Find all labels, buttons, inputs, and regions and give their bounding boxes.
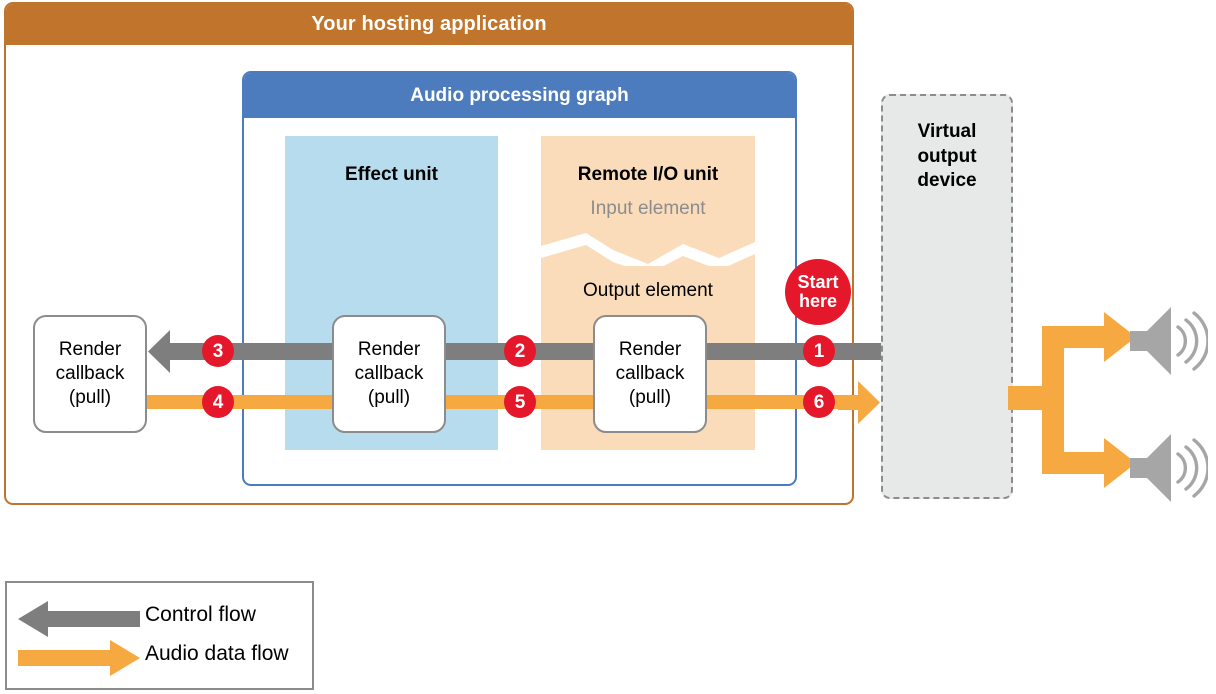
virtual-output-device-box: Virtual output device bbox=[881, 94, 1013, 499]
callback-line-2: callback bbox=[615, 362, 685, 384]
vod-line-2: output bbox=[917, 145, 977, 167]
step-badge-6[interactable]: 6 bbox=[803, 386, 835, 418]
render-callback-box-left[interactable]: Render callback (pull) bbox=[33, 315, 147, 433]
step-badge-3[interactable]: 3 bbox=[202, 335, 234, 367]
control-flow-arrowhead-icon bbox=[148, 330, 188, 373]
callback-line-3: (pull) bbox=[68, 387, 112, 409]
callback-line-1: Render bbox=[58, 338, 122, 360]
legend-item-control-flow: Control flow bbox=[7, 595, 312, 643]
virtual-output-device-title: Virtual output device bbox=[883, 120, 1011, 194]
audio-processing-graph-title: Audio processing graph bbox=[244, 73, 795, 118]
callback-line-3: (pull) bbox=[628, 387, 672, 409]
output-element-label: Output element bbox=[583, 280, 713, 301]
input-element-label: Input element bbox=[590, 198, 706, 219]
callback-line-2: callback bbox=[354, 362, 424, 384]
start-here-line-2: here bbox=[798, 291, 838, 311]
speaker-bottom-icon bbox=[1130, 434, 1208, 502]
control-flow-line-segment-1 bbox=[707, 343, 890, 360]
step-badge-4[interactable]: 4 bbox=[202, 386, 234, 418]
effect-unit-title: Effect unit bbox=[345, 164, 438, 185]
vod-line-3: device bbox=[917, 170, 977, 192]
legend-label-control-flow: Control flow bbox=[145, 603, 256, 626]
audio-flow-arrowhead-icon bbox=[838, 381, 880, 424]
speaker-top-icon bbox=[1130, 307, 1208, 375]
start-here-badge[interactable]: Start here bbox=[785, 259, 851, 325]
callback-line-1: Render bbox=[618, 338, 682, 360]
render-callback-box-effect-unit[interactable]: Render callback (pull) bbox=[332, 315, 446, 433]
legend-box: Control flow Audio data flow bbox=[5, 581, 314, 690]
control-flow-legend-arrow-icon bbox=[18, 601, 140, 637]
legend-item-audio-data-flow: Audio data flow bbox=[7, 640, 312, 688]
legend-label-audio-data-flow: Audio data flow bbox=[145, 642, 289, 665]
torn-edge-divider-icon bbox=[541, 233, 755, 266]
callback-line-2: callback bbox=[55, 362, 125, 384]
step-badge-5[interactable]: 5 bbox=[504, 386, 536, 418]
audio-flow-line-segment-4 bbox=[146, 395, 336, 409]
speaker-split-arrows-icon bbox=[1008, 312, 1136, 488]
remote-io-unit-title: Remote I/O unit bbox=[577, 164, 719, 185]
start-here-line-1: Start bbox=[797, 271, 839, 292]
callback-line-1: Render bbox=[357, 338, 421, 360]
hosting-application-title: Your hosting application bbox=[6, 4, 852, 45]
render-callback-box-remote-io-unit[interactable]: Render callback (pull) bbox=[593, 315, 707, 433]
step-badge-2[interactable]: 2 bbox=[504, 335, 536, 367]
vod-line-1: Virtual bbox=[917, 121, 977, 142]
audio-flow-legend-arrow-icon bbox=[18, 640, 140, 676]
step-badge-1[interactable]: 1 bbox=[803, 335, 835, 367]
callback-line-3: (pull) bbox=[367, 387, 411, 409]
